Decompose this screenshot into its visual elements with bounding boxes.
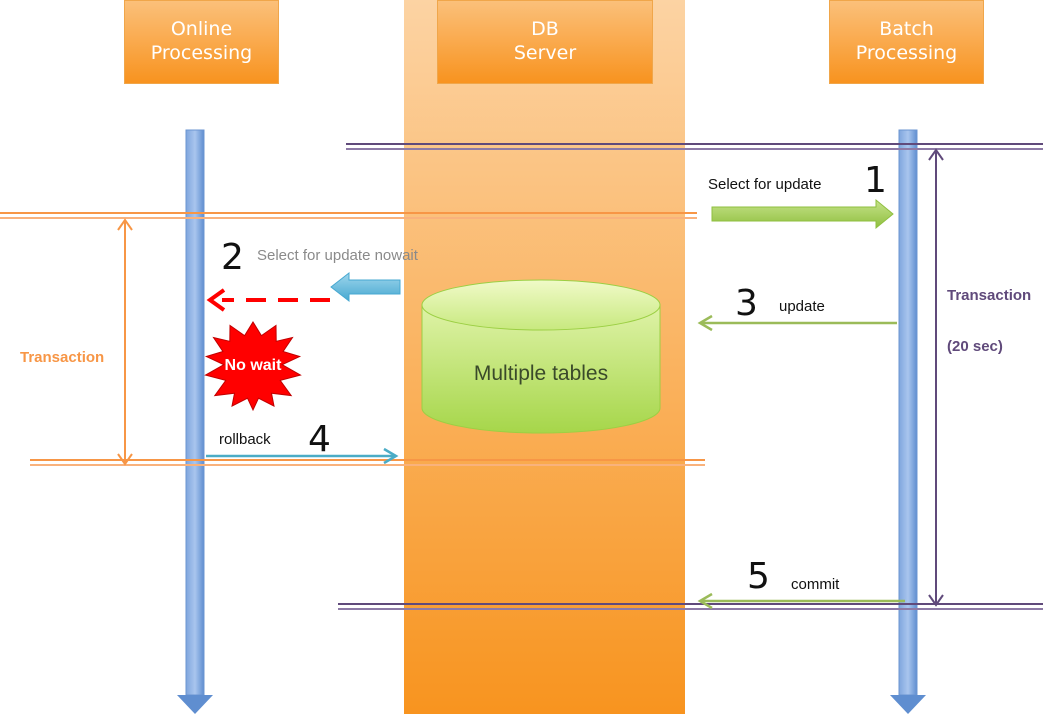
no-wait-label: No wait (224, 357, 282, 374)
online-processing-label-line2: Processing (150, 42, 253, 64)
step2-number: 2 (221, 237, 244, 278)
step3-arrow (697, 314, 897, 332)
step4-number: 4 (308, 419, 331, 460)
no-wait-burst (204, 321, 302, 412)
step2-arrow (330, 271, 401, 303)
online-timeline-arrowhead (177, 695, 213, 714)
step5-number: 5 (747, 556, 770, 597)
batch-processing-label-line2: Processing (855, 42, 958, 64)
step1-arrow (711, 198, 894, 230)
step2-label: Select for update nowait (257, 247, 418, 264)
step4-arrow (206, 447, 399, 465)
step3-label: update (779, 298, 825, 315)
db-server-header: DB Server (437, 0, 653, 84)
step3-number: 3 (735, 283, 758, 324)
database-cylinder (421, 279, 661, 434)
online-transaction-label: Transaction (20, 349, 105, 366)
step5-label: commit (791, 576, 840, 593)
batch-timeline (898, 129, 918, 696)
batch-transaction-duration: (20 sec) (947, 338, 1003, 355)
online-transaction-span-arrow (117, 218, 133, 466)
step5-arrow (697, 592, 905, 610)
batch-transaction-end-line (338, 603, 1043, 610)
online-processing-header: Online Processing (124, 0, 279, 84)
online-transaction-end-line (30, 459, 705, 466)
db-server-label-line1: DB (531, 18, 559, 40)
db-server-label-line2: Server (513, 42, 577, 64)
batch-processing-label-line1: Batch (879, 18, 934, 40)
online-transaction-start-line (0, 212, 697, 219)
step2-rejected-arrow (206, 288, 330, 312)
database-label: Multiple tables (473, 362, 609, 385)
batch-transaction-span-arrow (928, 148, 944, 607)
step1-number: 1 (864, 160, 887, 201)
batch-timeline-arrowhead (890, 695, 926, 714)
batch-processing-header: Batch Processing (829, 0, 984, 84)
online-processing-label-line1: Online (170, 18, 233, 40)
step4-label: rollback (219, 431, 271, 448)
online-timeline (185, 129, 205, 696)
batch-transaction-label: Transaction (947, 287, 1032, 304)
batch-transaction-start-line (346, 143, 1043, 150)
step1-label: Select for update (708, 176, 822, 193)
